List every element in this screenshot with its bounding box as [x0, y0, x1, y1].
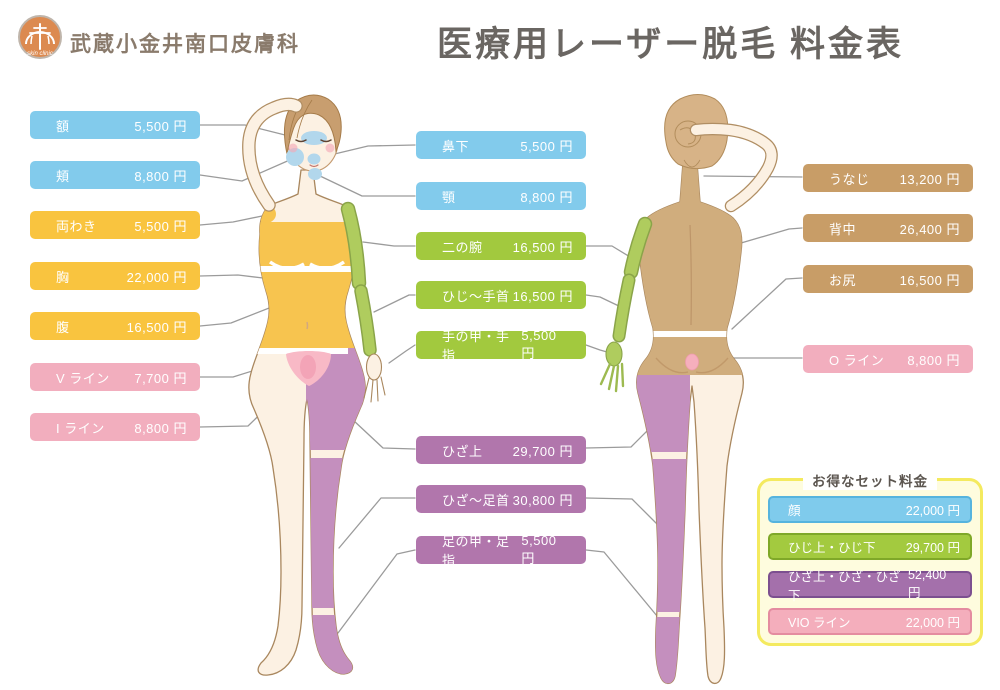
- part-name: 鼻下: [442, 138, 470, 154]
- part-name: O ライン: [829, 352, 885, 368]
- part-name: 背中: [829, 221, 857, 237]
- part-price: 5,500 円: [134, 118, 187, 134]
- part-name: ひざ〜足首: [442, 492, 510, 508]
- part-price: 8,800 円: [520, 189, 573, 205]
- clinic-logo-icon: skin clinic: [18, 15, 62, 59]
- price-label-underarms: 両わき 5,500 円: [30, 211, 200, 239]
- price-label-elbow-to-wrist: ひじ〜手首 16,500 円: [416, 281, 586, 309]
- part-name: 二の腕: [442, 239, 483, 255]
- part-price: 22,000 円: [905, 504, 960, 518]
- front-hand: [365, 353, 383, 381]
- part-price: 7,700 円: [134, 370, 187, 386]
- part-name: 頬: [56, 168, 70, 184]
- front-calf-purple-region: [306, 458, 366, 608]
- oline-pink-spot: [685, 353, 699, 371]
- cheek-patch-blue: [286, 148, 304, 166]
- price-label-hands-fingers: 手の甲・手指 5,500 円: [416, 328, 586, 363]
- price-label-chest: 胸 22,000 円: [30, 262, 200, 290]
- part-name: VIO ライン: [788, 616, 851, 630]
- page-title: 医療用レーザー脱毛 料金表: [437, 25, 905, 64]
- part-price: 52,400 円: [907, 568, 947, 600]
- part-name: ひざ上: [442, 443, 483, 459]
- part-price: 8,800 円: [134, 168, 187, 184]
- part-name: ひじ上・ひじ下: [788, 541, 876, 555]
- price-label-upper-arm: 二の腕 16,500 円: [416, 232, 586, 260]
- back-body-figure: [599, 94, 778, 685]
- set-item-face: 顔 22,000 円: [768, 496, 972, 523]
- part-name: 顔: [788, 504, 801, 518]
- price-label-back: 背中 26,400 円: [803, 214, 973, 242]
- price-label-knee-to-ankle: ひざ〜足首 30,800 円: [416, 485, 586, 513]
- price-label-abdomen: 腹 16,500 円: [30, 312, 200, 340]
- price-label-above-knee: ひざ上 29,700 円: [416, 436, 586, 464]
- part-price: 16,500 円: [512, 288, 573, 304]
- part-name: ひじ〜手首: [442, 288, 510, 304]
- set-item-legs: ひざ上・ひざ・ひざ下 52,400 円: [768, 568, 972, 603]
- back-foot-purple-region: [636, 617, 690, 684]
- part-price: 16,500 円: [899, 272, 960, 288]
- price-label-o-line: O ライン 8,800 円: [803, 345, 973, 373]
- part-price: 22,000 円: [905, 616, 960, 630]
- front-body-figure: [242, 94, 386, 676]
- part-price: 29,700 円: [905, 541, 960, 555]
- front-upper-arm-green-region: [342, 203, 365, 289]
- front-foot-purple-region: [306, 615, 366, 676]
- part-name: うなじ: [829, 171, 870, 187]
- price-label-chin: 顎 8,800 円: [416, 182, 586, 210]
- back-hand-green-region: [605, 341, 623, 367]
- part-price: 13,200 円: [899, 171, 960, 187]
- part-price: 16,500 円: [512, 239, 573, 255]
- price-label-i-line: I ライン 8,800 円: [30, 413, 200, 441]
- part-name: 顎: [442, 189, 456, 205]
- set-item-vio: VIO ライン 22,000 円: [768, 608, 972, 635]
- part-price: 8,800 円: [907, 352, 960, 368]
- part-name: ひざ上・ひざ・ひざ下: [788, 569, 901, 603]
- part-name: 手の甲・手指: [442, 329, 510, 363]
- front-forearm-green-region: [355, 285, 376, 356]
- forehead-patch-blue: [301, 131, 327, 145]
- back-forearm-green-region: [614, 275, 634, 341]
- part-price: 5,500 円: [520, 138, 573, 154]
- set-price-box: お得なセット料金 顔 22,000 円 ひじ上・ひじ下 29,700 円 ひざ上…: [757, 470, 983, 646]
- part-name: I ライン: [56, 420, 105, 436]
- part-price: 5,500 円: [134, 218, 187, 234]
- price-label-buttocks: お尻 16,500 円: [803, 265, 973, 293]
- set-box-title: お得なセット料金: [803, 470, 937, 490]
- part-name: お尻: [829, 272, 857, 288]
- part-name: 足の甲・足指: [442, 534, 510, 568]
- part-name: 胸: [56, 269, 70, 285]
- part-price: 8,800 円: [134, 420, 187, 436]
- price-label-cheek: 頬 8,800 円: [30, 161, 200, 189]
- part-price: 29,700 円: [512, 443, 573, 459]
- under-nose-patch-blue: [307, 153, 321, 165]
- part-price: 16,500 円: [126, 319, 187, 335]
- logo-script-text: skin clinic: [27, 51, 53, 57]
- part-price: 26,400 円: [899, 221, 960, 237]
- part-price: 22,000 円: [126, 269, 187, 285]
- price-label-v-line: V ライン 7,700 円: [30, 363, 200, 391]
- part-price: 5,500 円: [521, 328, 557, 361]
- part-price: 30,800 円: [512, 492, 573, 508]
- front-raised-arm: [243, 98, 302, 211]
- back-calf-purple-region: [636, 459, 690, 612]
- part-name: 額: [56, 118, 70, 134]
- chin-patch-blue: [308, 168, 322, 180]
- part-name: 両わき: [56, 218, 97, 234]
- clinic-name: 武蔵小金井南口皮膚科: [70, 33, 300, 56]
- back-raised-arm: [691, 124, 777, 211]
- connector-lines: [199, 124, 803, 634]
- part-name: 腹: [56, 319, 70, 335]
- back-upper-arm-green-region: [625, 218, 651, 278]
- part-price: 5,500 円: [521, 533, 557, 566]
- price-label-feet-toes: 足の甲・足指 5,500 円: [416, 533, 586, 568]
- part-name: V ライン: [56, 370, 110, 386]
- price-label-nape: うなじ 13,200 円: [803, 164, 973, 192]
- price-label-forehead: 額 5,500 円: [30, 111, 200, 139]
- price-label-under-nose: 鼻下 5,500 円: [416, 131, 586, 159]
- set-item-arms: ひじ上・ひじ下 29,700 円: [768, 533, 972, 560]
